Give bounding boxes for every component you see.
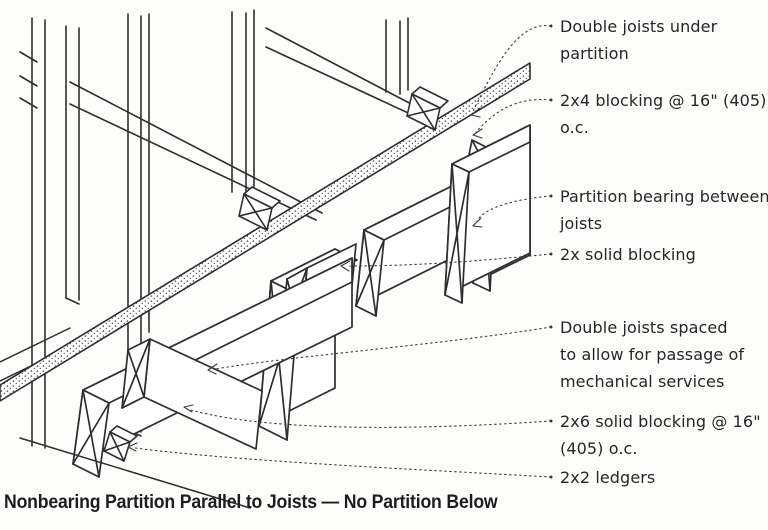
leader-line-2x6-solid-blocking: [183, 404, 553, 428]
arrowhead: [472, 217, 483, 228]
partition-stud: [385, 17, 409, 95]
partition-sole-plate: [0, 62, 531, 402]
let-in-ribbon: [69, 81, 323, 221]
callout-text: 2x4 blocking @ 16" (405): [560, 91, 767, 110]
callout-text: 2x6 solid blocking @ 16": [560, 412, 761, 431]
callout-text: partition: [560, 44, 629, 63]
leader-line-partition-bearing: [472, 194, 553, 228]
leader-line-2x-solid-blocking: [340, 252, 553, 272]
leader-line-double-joists: [470, 24, 553, 118]
joist-middle: [355, 181, 461, 317]
callout-double-joists-spaced: Double joists spaced to allow for passag…: [560, 314, 744, 395]
double-joists-under-partition: [444, 124, 531, 304]
leader-line-2x4-blocking: [472, 98, 553, 139]
wall-stud: [31, 17, 46, 449]
ledger-2x2: [103, 425, 138, 462]
callout-2x-solid-blocking: 2x solid blocking: [560, 241, 696, 268]
blocking-on-plate: [238, 86, 449, 231]
wall-stud: [65, 25, 80, 305]
arrowhead: [183, 404, 194, 413]
callout-text: Partition bearing between: [560, 187, 768, 206]
arrowhead: [470, 107, 481, 118]
arrowhead: [472, 128, 483, 139]
callout-text: to allow for passage of: [560, 345, 745, 364]
blocking-2x4: [238, 186, 281, 231]
callout-text: mechanical services: [560, 372, 725, 391]
arrowhead: [127, 442, 138, 452]
figure-caption: Nonbearing Partition Parallel to Joists …: [4, 492, 498, 513]
blocking-2x4: [406, 86, 449, 131]
callout-text: o.c.: [560, 118, 589, 137]
callout-text: (405) o.c.: [560, 439, 638, 458]
leader-line-double-joists-spaced: [207, 325, 553, 375]
arrowhead: [340, 260, 351, 272]
leader-lines: [127, 24, 553, 479]
callout-text: Double joists spaced: [560, 318, 728, 337]
callout-text: Double joists under: [560, 17, 718, 36]
callout-2x6-solid-blocking: 2x6 solid blocking @ 16" (405) o.c.: [560, 408, 761, 462]
leader-line-2x2-ledgers: [127, 442, 553, 479]
callout-text: 2x solid blocking: [560, 245, 696, 264]
callout-text: 2x2 ledgers: [560, 468, 656, 487]
callout-2x2-ledgers: 2x2 ledgers: [560, 464, 655, 491]
callout-2x4-blocking: 2x4 blocking @ 16" (405) o.c.: [560, 87, 767, 141]
cut-tick-marks: [19, 51, 38, 109]
callout-double-joists-under-partition: Double joists under partition: [560, 13, 717, 67]
foreground-edge: [19, 437, 251, 509]
callout-text: joists: [560, 214, 603, 233]
arrowhead: [207, 363, 218, 375]
partition-stud: [231, 9, 255, 195]
solid-blocking-2x6: [121, 338, 263, 450]
callout-partition-bearing: Partition bearing between joists: [560, 183, 768, 237]
